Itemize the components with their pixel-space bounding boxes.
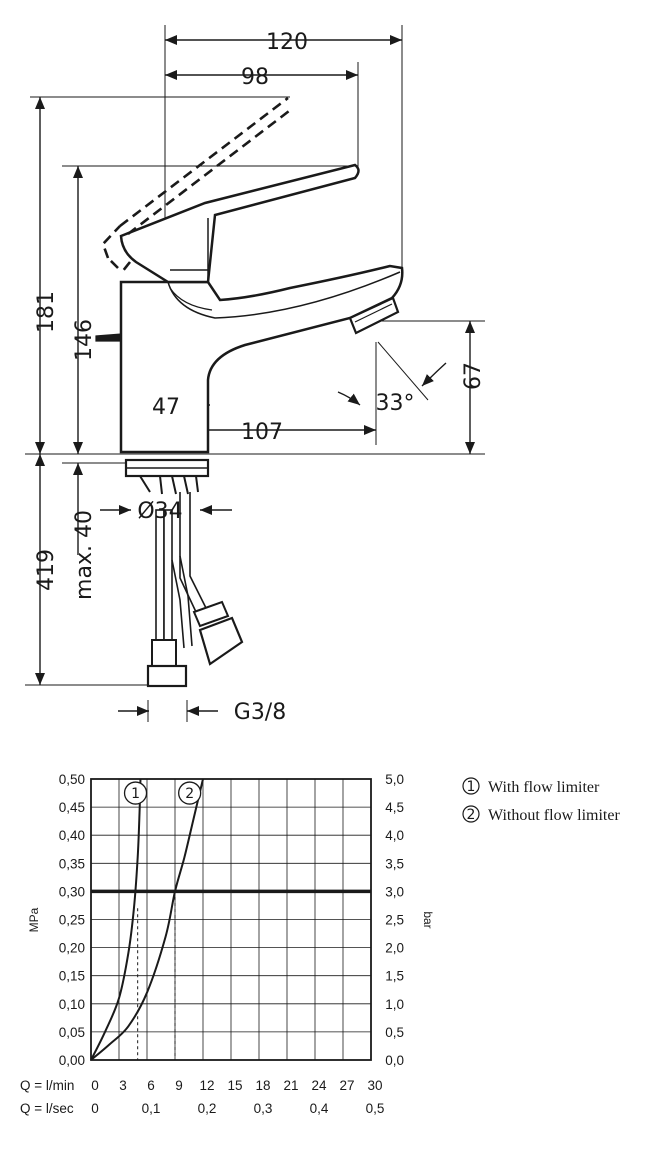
- x-lsec-tick: 0,2: [198, 1101, 217, 1116]
- x-lmin-tick: 3: [119, 1078, 127, 1093]
- y-left-tick: 0,45: [59, 800, 85, 815]
- series-line-1: [90, 778, 142, 1061]
- y-left-tick: 0,10: [59, 997, 85, 1012]
- dim-120: 120: [266, 30, 308, 55]
- series-marker-label-2: 2: [185, 786, 194, 802]
- pop-up-rod: [95, 333, 122, 342]
- y-right-tick: 1,5: [385, 969, 404, 984]
- chart-legend: 1 With flow limiter 2 Without flow limit…: [462, 777, 620, 824]
- y-right-tick: 0,5: [385, 1025, 404, 1040]
- y-left-tick: 0,05: [59, 1025, 85, 1040]
- y-right-tick: 4,5: [385, 800, 404, 815]
- x-lmin-tick: 6: [147, 1078, 155, 1093]
- y-right-tick: 0,0: [385, 1053, 404, 1068]
- y-left-tick: 0,20: [59, 941, 85, 956]
- spout-contour: [169, 287, 213, 311]
- y-left-tick: 0,50: [59, 772, 85, 787]
- y-left-tick: 0,40: [59, 828, 85, 843]
- x-lmin-tick: 27: [339, 1078, 354, 1093]
- chart-series: [90, 778, 204, 1061]
- series-line-2: [90, 778, 204, 1061]
- x-lsec-tick: 0: [91, 1101, 99, 1116]
- y-left-tick: 0,30: [59, 884, 85, 899]
- y-right-tick: 2,5: [385, 913, 404, 928]
- x-lmin-tick: 30: [367, 1078, 382, 1093]
- angle-line: [377, 341, 429, 401]
- y-left-tick: 0,35: [59, 856, 85, 871]
- series-marker-label-1: 1: [131, 786, 140, 802]
- y-left-ticks: 0,00 0,05 0,10 0,15 0,20 0,25 0,30 0,35 0,40 0,45…: [59, 772, 85, 1068]
- y-right-tick: 5,0: [385, 772, 404, 787]
- dim-98: 98: [241, 65, 269, 90]
- dim-g38: G3/8: [234, 700, 286, 725]
- y-right-label: bar: [421, 911, 435, 928]
- faucet-drawing: 120 98 181 146 47 107 33° 67 419 max. 40…: [25, 25, 486, 725]
- x-lmin-tick: 9: [175, 1078, 183, 1093]
- legend-marker-2: 2: [467, 807, 476, 823]
- chart-frame: [90, 778, 372, 1061]
- x-lsec-tick: 0,1: [142, 1101, 161, 1116]
- dim-33-degrees: 33°: [376, 391, 415, 416]
- aerator: [348, 296, 400, 335]
- lever-open-position: [101, 96, 294, 273]
- series-marker-circle-1: [123, 781, 148, 805]
- x-lmin-label: Q = l/min: [20, 1078, 74, 1093]
- y-right-ticks: 0,0 0,5 1,0 1,5 2,0 2,5 3,0 3,5 4,0 4,5 5,0: [385, 772, 404, 1068]
- y-left-tick: 0,25: [59, 913, 85, 928]
- faucet-body: [119, 264, 404, 454]
- dim-47: 47: [152, 395, 180, 420]
- dim-107: 107: [241, 420, 283, 445]
- dim-146: 146: [72, 319, 97, 361]
- x-lmin-tick: 18: [255, 1078, 270, 1093]
- legend-label-1: With flow limiter: [488, 779, 600, 796]
- dim-181: 181: [34, 291, 59, 333]
- legend-label-2: Without flow limiter: [488, 807, 620, 824]
- y-right-tick: 1,0: [385, 997, 404, 1012]
- legend-item-2: 2 Without flow limiter: [462, 805, 620, 824]
- dim-67: 67: [461, 362, 486, 390]
- x-lmin-tick: 24: [311, 1078, 327, 1093]
- supply-hoses: [146, 492, 244, 688]
- dim-419: 419: [34, 549, 59, 591]
- x-lmin-tick: 0: [91, 1078, 99, 1093]
- x-lmin-tick: 15: [227, 1078, 242, 1093]
- y-right-tick: 2,0: [385, 941, 404, 956]
- dim-diameter-34: Ø34: [137, 499, 182, 524]
- dim-max-40: max. 40: [72, 510, 97, 600]
- x-lsec-tick: 0,5: [366, 1101, 385, 1116]
- legend-marker-1: 1: [467, 779, 476, 795]
- drop-lines: [137, 897, 176, 1060]
- y-right-tick: 4,0: [385, 828, 404, 843]
- y-right-tick: 3,5: [385, 856, 404, 871]
- x-lsec-tick: 0,3: [254, 1101, 273, 1116]
- y-left-tick: 0,00: [59, 1053, 85, 1068]
- x-lmin-ticks: 0 3 6 9 12 15 18 21 24 27 30: [91, 1078, 382, 1093]
- x-lsec-label: Q = l/sec: [20, 1101, 74, 1116]
- series-marker-circle-2: [178, 781, 202, 805]
- x-lmin-tick: 12: [199, 1078, 214, 1093]
- y-left-label: MPa: [27, 907, 41, 932]
- y-right-tick: 3,0: [385, 884, 404, 899]
- x-lsec-tick: 0,4: [310, 1101, 329, 1116]
- spout-contour: [167, 271, 401, 319]
- legend-item-1: 1 With flow limiter: [462, 777, 600, 796]
- x-lsec-ticks: 0 0,1 0,2 0,3 0,4 0,5: [91, 1101, 384, 1116]
- mounting-base: [124, 458, 210, 495]
- y-left-tick: 0,15: [59, 969, 85, 984]
- angle-arrow-right: [421, 362, 447, 387]
- x-lmin-tick: 21: [283, 1078, 298, 1093]
- angle-arrow-left: [337, 391, 361, 406]
- lever-handle: [119, 163, 360, 284]
